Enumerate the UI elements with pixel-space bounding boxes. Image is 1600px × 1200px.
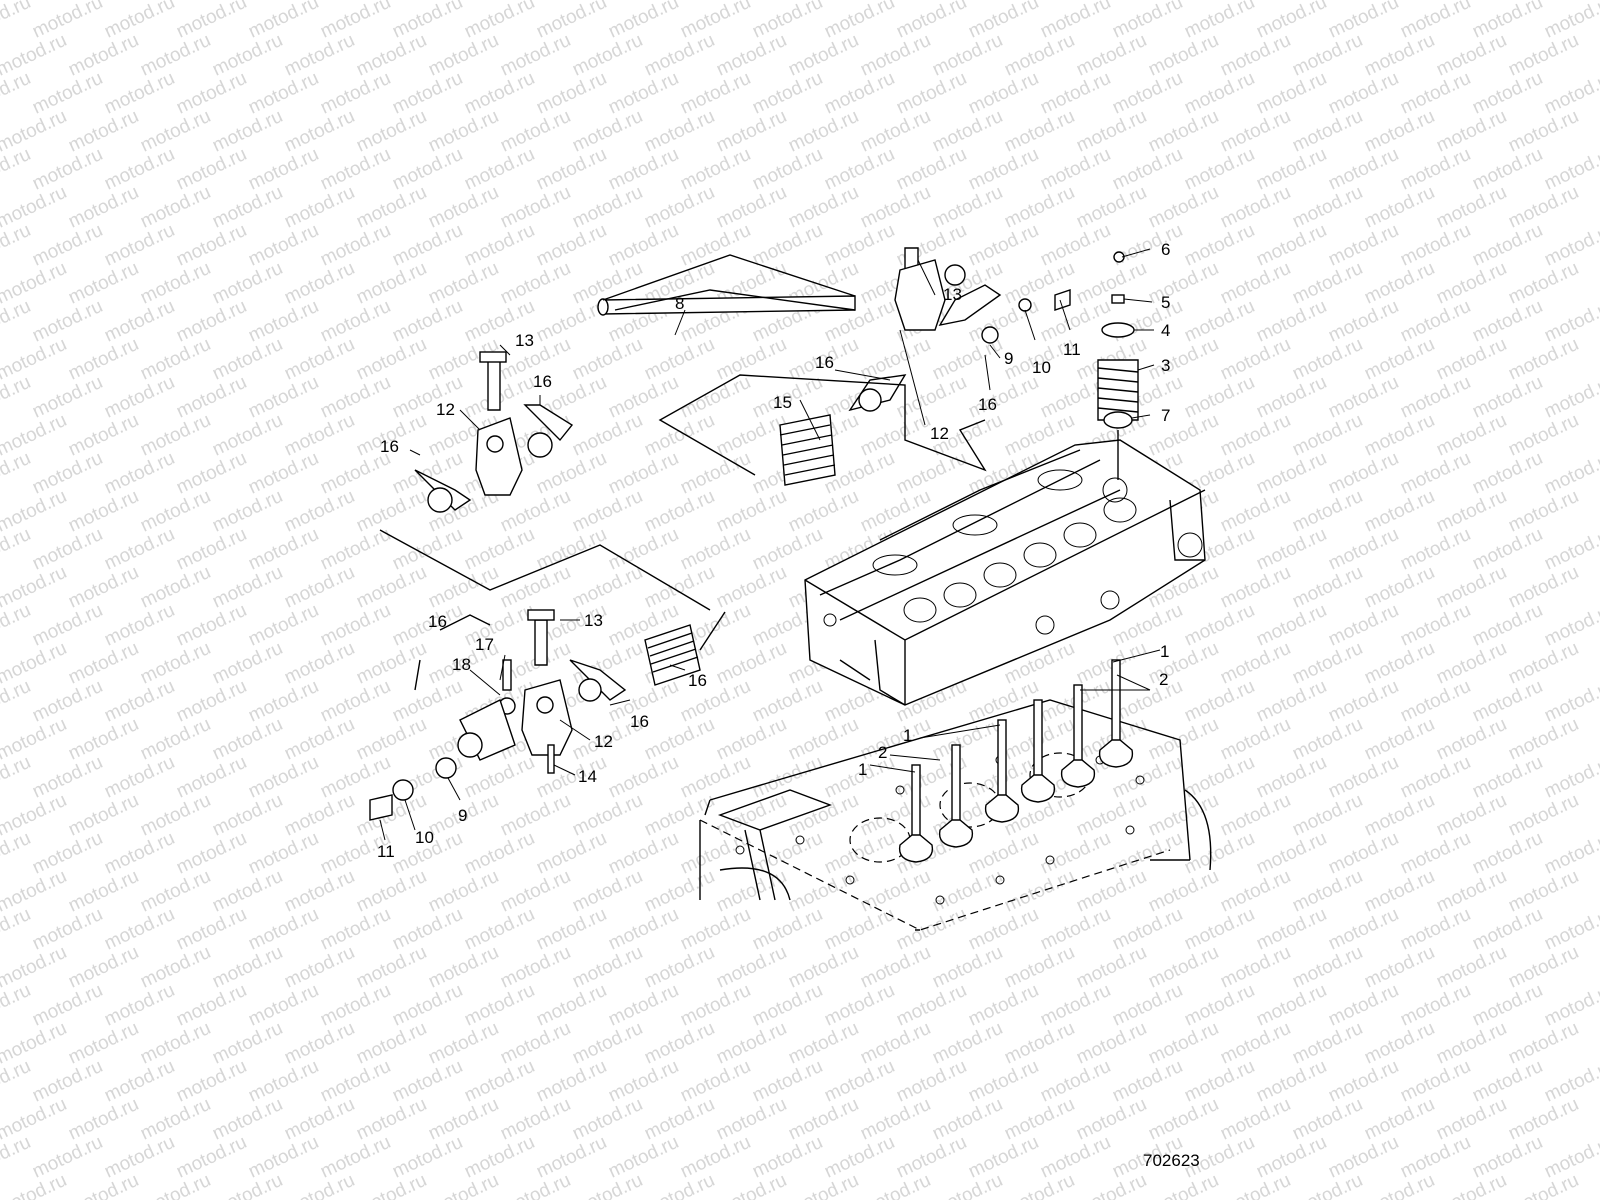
callout-12: 12 (594, 732, 613, 751)
callout-13: 13 (515, 331, 534, 350)
leader-lines (379, 248, 1161, 841)
callout-11: 11 (377, 842, 395, 861)
callout-11: 11 (1063, 340, 1081, 359)
callout-17: 17 (475, 635, 494, 654)
callout-8: 8 (675, 294, 684, 313)
callout-16: 16 (630, 712, 649, 731)
valve (898, 764, 934, 863)
callout-18: 18 (452, 655, 471, 674)
valve-set (898, 659, 1134, 863)
callout-9: 9 (1004, 349, 1013, 368)
callout-16: 16 (815, 353, 834, 372)
callout-6: 6 (1161, 240, 1170, 259)
callout-2: 2 (878, 743, 887, 762)
callout-14: 14 (578, 767, 597, 786)
valve (1060, 684, 1096, 788)
callout-2: 2 (1159, 670, 1168, 689)
callout-1: 1 (903, 726, 912, 745)
callout-13: 13 (584, 611, 603, 630)
diagram-reference-code: 702623 (1143, 1151, 1200, 1170)
callout-9: 9 (458, 806, 467, 825)
callout-15: 16 (688, 671, 707, 690)
valve (984, 719, 1020, 823)
callout-1: 1 (1160, 642, 1169, 661)
callout-12: 12 (930, 424, 949, 443)
valve (1098, 659, 1134, 768)
valve (938, 744, 974, 848)
callout-1: 1 (858, 760, 867, 779)
callout-12: 12 (436, 400, 455, 419)
callout-16: 16 (380, 437, 399, 456)
callout-4: 4 (1161, 321, 1170, 340)
callout-15: 15 (773, 393, 792, 412)
callout-16: 16 (533, 372, 552, 391)
rocker-assembly-lower-left (369, 609, 726, 821)
rocker-assembly-upper-left (379, 351, 711, 611)
callout-7: 7 (1161, 406, 1170, 425)
valve (1020, 699, 1056, 803)
callout-16: 16 (428, 612, 447, 631)
callout-16: 16 (978, 395, 997, 414)
callout-labels: 6 5 4 3 7 8 13 11 10 9 16 16 15 12 13 16… (377, 240, 1170, 861)
callout-13: 13 (943, 285, 962, 304)
callout-10: 10 (415, 828, 434, 847)
callout-5: 5 (1161, 293, 1170, 312)
valve-spring-assembly (1097, 251, 1139, 480)
callout-10: 10 (1032, 358, 1051, 377)
callout-3: 3 (1161, 356, 1170, 375)
rocker-shaft (597, 254, 856, 316)
cylinder-head (804, 439, 1206, 706)
rocker-assembly-upper-right (658, 247, 1071, 486)
